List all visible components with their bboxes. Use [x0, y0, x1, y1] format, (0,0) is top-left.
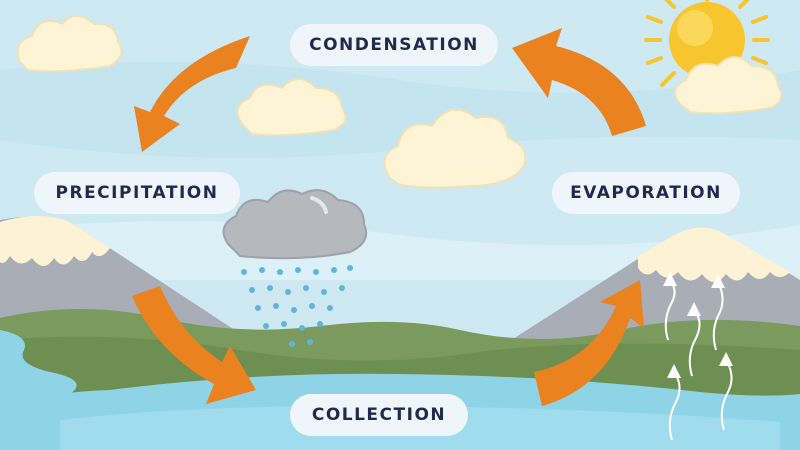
rain-cloud-icon [222, 189, 368, 260]
arrow-precipitation-to-collection [132, 286, 256, 404]
sky-band [0, 62, 800, 158]
vapor-arrow-icon [664, 279, 733, 441]
river [0, 330, 90, 412]
mountain-left [0, 216, 250, 340]
label-condensation: CONDENSATION [290, 24, 498, 66]
arrow-collection-to-evaporation [534, 280, 644, 406]
label-precipitation: PRECIPITATION [34, 172, 240, 214]
label-collection: COLLECTION [290, 394, 468, 436]
rain-drops [241, 265, 353, 347]
label-evaporation: EVAPORATION [552, 172, 740, 214]
horizon-haze [0, 221, 800, 280]
cycle-arrows [132, 28, 646, 406]
cloud-center [383, 108, 527, 189]
vapor-arrowheads [663, 272, 733, 378]
arrow-condensation-to-precipitation [134, 36, 250, 152]
arrow-evaporation-to-condensation [512, 28, 646, 136]
cloud-near-sun [674, 56, 783, 115]
cloud-top-left [16, 15, 123, 73]
cloud-middle [236, 78, 347, 137]
